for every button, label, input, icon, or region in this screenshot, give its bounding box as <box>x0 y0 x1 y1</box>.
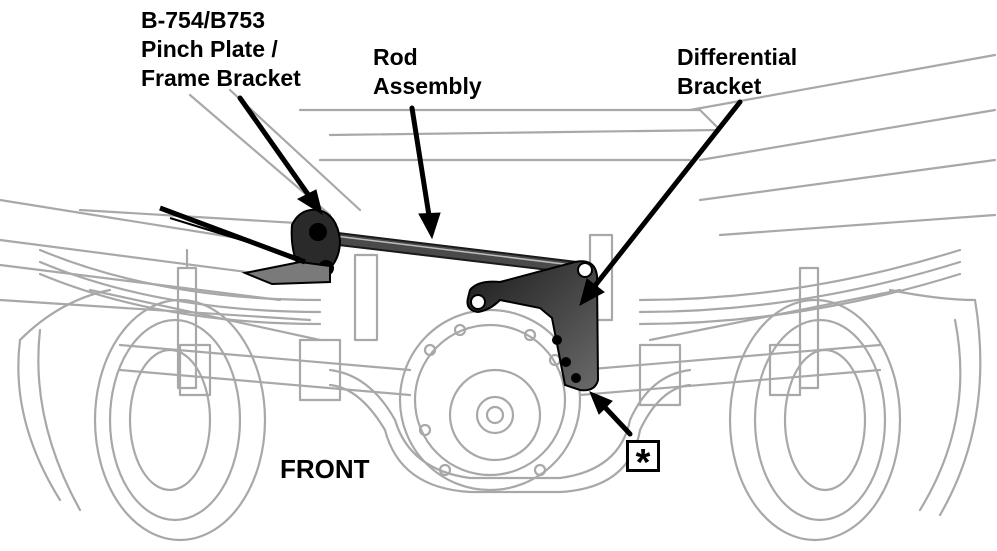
differential-label: Differential Bracket <box>677 43 797 101</box>
pinch-plate-frame-bracket <box>159 205 342 286</box>
bracket-label-line-1: B-754/B753 <box>141 7 266 33</box>
rod-label-line-1: Rod <box>373 44 418 70</box>
differential-label-line-1: Differential <box>677 44 798 70</box>
bracket-label-line-2: Pinch Plate / <box>141 36 278 62</box>
star-marker-icon: * <box>626 440 660 472</box>
differential-arrow <box>587 99 743 295</box>
bracket-label-line-3: Frame Bracket <box>141 65 301 91</box>
front-label: FRONT <box>280 454 370 484</box>
bracket-label: B-754/B753 Pinch Plate / Frame Bracket <box>141 6 301 93</box>
differential-bracket <box>466 260 600 392</box>
chassis-lines <box>0 53 997 542</box>
rod-label: Rod Assembly <box>373 43 482 101</box>
leader-arrows <box>237 95 743 437</box>
rod-arrow <box>409 105 433 225</box>
bracket-arrow <box>237 95 315 203</box>
rod-assembly <box>329 230 587 276</box>
differential-label-line-2: Bracket <box>677 73 762 99</box>
rod-label-line-2: Assembly <box>373 73 482 99</box>
